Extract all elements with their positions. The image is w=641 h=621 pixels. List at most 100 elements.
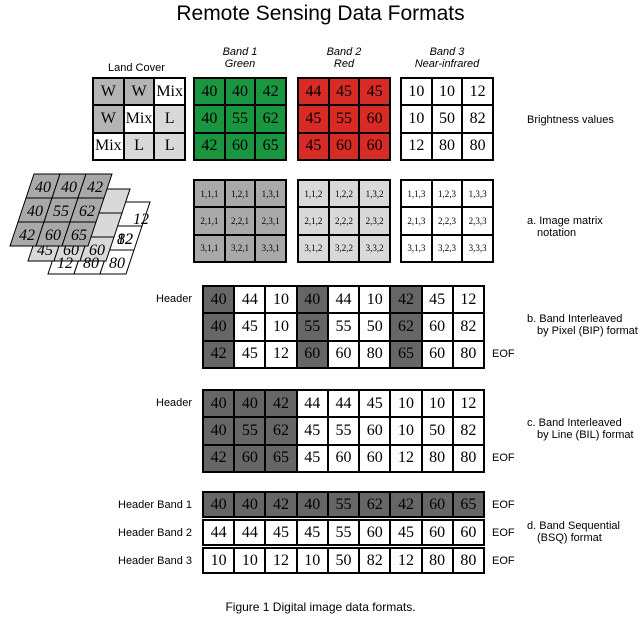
grid-cell: 60 [327,444,360,472]
grid-cell: 55 [296,313,328,341]
grid-cell: 3,3,1 [255,234,286,262]
stack-value: 80 [83,255,99,272]
stack-value: 40 [35,179,51,196]
grid-cell: 80 [359,340,391,368]
grid-cell: 60 [224,132,256,160]
grid-cell: Mix [154,78,185,106]
grid-cell: 60 [328,132,360,160]
grid-cell: 2,2,1 [224,207,256,235]
grid-cell: 60 [327,340,360,368]
grid-cell: 62 [265,417,297,445]
grid-cell: 40 [203,492,235,517]
bsq-eof-2: EOF [492,527,515,539]
grid-cell: 45 [296,520,328,545]
stack-value: 12 [57,255,73,272]
grid-cell: 12 [401,132,432,160]
stack-value: 40 [27,203,43,220]
brightness-label: Brightness values [527,114,614,126]
grid-cell: L [154,105,185,133]
grid-cell: 45 [296,417,328,445]
bsq-header-band1-label: Header Band 1 [118,499,192,511]
grid-cell: 42 [203,340,235,368]
grid-cell: 1,2,3 [431,180,463,208]
grid-cell: 45 [298,132,329,160]
grid-cell: 10 [265,286,297,314]
grid-cell: 45 [390,520,422,545]
grid-cell: 1,3,1 [255,180,286,208]
grid-cell: 40 [296,286,328,314]
grid-cell: 65 [255,132,286,160]
grid-cell: 55 [328,105,360,133]
grid-cell: 40 [203,313,235,341]
grid-cell: 12 [390,444,422,472]
grid-cell: 2,3,3 [462,207,493,235]
grid-cell: 60 [359,417,391,445]
grid-cell: 3,1,3 [401,234,432,262]
grid-cell: L [154,132,185,160]
grid-cell: 3,1,2 [298,234,329,262]
grid-cell: 3,3,3 [462,234,493,262]
stack-value: 82 [117,231,133,248]
grid-cell: 1,2,2 [328,180,360,208]
grid-cell: 10 [390,390,422,418]
grid-cell: 2,2,2 [328,207,360,235]
grid-cell: 45 [328,78,360,106]
grid-cell: 60 [359,444,391,472]
grid-cell: 55 [234,417,266,445]
grid-cell: 45 [296,444,328,472]
bsq-label: d. Band Sequential(BSQ) format [527,520,620,544]
stack-cell [61,221,97,247]
stack-value: 40 [61,179,77,196]
grid-cell: 55 [327,313,360,341]
grid-cell: 60 [452,520,484,545]
grid-cell: 40 [234,492,266,517]
grid-cell: 2,1,2 [298,207,329,235]
grid-cell: 60 [421,313,453,341]
grid-cell: 10 [359,286,391,314]
grid-cell: 10 [390,417,422,445]
grid-cell: 10 [203,548,235,573]
bsq-eof-1: EOF [492,499,515,511]
grid-cell: 60 [296,340,328,368]
grid-cell: 3,2,2 [328,234,360,262]
grid-cell: 80 [452,444,484,472]
grid-cell: 80 [431,132,463,160]
grid-cell: 40 [194,105,225,133]
grid-cell: 2,1,1 [194,207,225,235]
grid-cell: 10 [431,78,463,106]
grid-cell: 10 [401,78,432,106]
figure-caption: Figure 1 Digital image data formats. [225,600,416,614]
grid-cell: 82 [462,105,493,133]
grid-cell: 40 [234,390,266,418]
grid-cell: 1,1,1 [194,180,225,208]
grid-cell: 1,1,2 [298,180,329,208]
grid-cell: 82 [452,313,484,341]
grid-cell: 40 [203,286,235,314]
grid-cell: 50 [327,548,360,573]
grid-cell: 60 [421,340,453,368]
grid-cell: 40 [296,492,328,517]
grid-cell: 12 [265,548,297,573]
grid-cell: 45 [421,286,453,314]
grid-cell: 1,3,2 [359,180,390,208]
grid-cell: 42 [390,492,422,517]
grid-cell: 42 [203,444,235,472]
stack-value: 12 [133,211,149,228]
stack-value: 60 [45,227,61,244]
grid-cell: 12 [265,340,297,368]
bip-eof-label: EOF [492,348,515,360]
grid-cell: 45 [359,390,391,418]
grid-cell: 45 [359,78,390,106]
grid-cell: 40 [203,417,235,445]
grid-cell: 65 [390,340,422,368]
grid-cell: 45 [298,105,329,133]
